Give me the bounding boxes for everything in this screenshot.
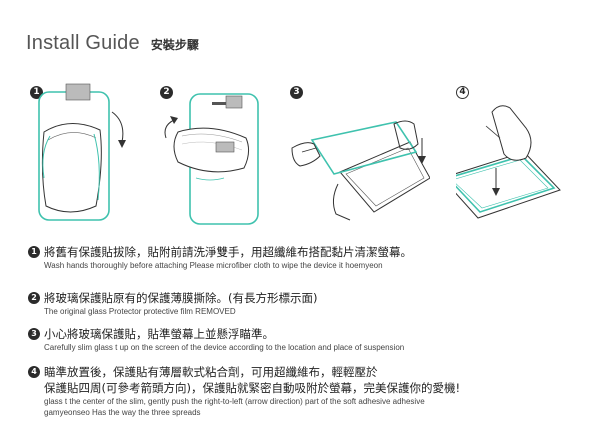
instruction-step-3: 3 小心將玻璃保護貼，貼準螢幕上並懸浮瞄準。 Carefully slim gl… [28, 326, 584, 353]
peel-film-illustration [164, 93, 259, 225]
step-4-english-text: glass t the center of the slim, gently p… [44, 397, 425, 406]
step-1-badge: 1 [30, 86, 43, 99]
step-1-chinese-text: 將舊有保護貼拔除，貼附前請洗淨雙手，用超纖維布搭配黏片清潔螢幕。 [44, 245, 412, 259]
step-3-badge: 3 [290, 86, 303, 99]
step-3-number-badge: 3 [28, 328, 40, 340]
step-3-figure: 3 [290, 82, 430, 232]
remove-old-protector-illustration [38, 83, 126, 221]
step-4-chinese-text-line-2: 保護貼四周(可參考箭頭方向)，保護貼就緊密自動吸附於螢幕，完美保護你的愛機! [44, 381, 461, 395]
step-2-chinese-text: 將玻璃保護貼原有的保護薄膜撕除。(有長方形標示面) [44, 291, 318, 305]
step-1-english-text: Wash hands thoroughly before attaching P… [44, 261, 383, 270]
step-2-figure: 2 [160, 82, 300, 232]
step-3-english-text: Carefully slim glass t up on the screen … [44, 343, 405, 352]
instruction-step-1: 1 將舊有保護貼拔除，貼附前請洗淨雙手，用超纖維布搭配黏片清潔螢幕。 Wash … [28, 244, 584, 271]
instruction-step-4: 4 瞄準放置後，保護貼有薄層軟式粘合劑，可用超纖維布，輕輕壓於 保護貼四周(可參… [28, 364, 584, 418]
step-4-chinese-text: 瞄準放置後，保護貼有薄層軟式粘合劑，可用超纖維布，輕輕壓於 [44, 365, 378, 379]
page-title: Install Guide [26, 32, 140, 54]
step-1-number-badge: 1 [28, 246, 40, 258]
step-2-badge: 2 [160, 86, 173, 99]
step-3-chinese-text: 小心將玻璃保護貼，貼準螢幕上並懸浮瞄準。 [44, 327, 274, 341]
step-1-figure: 1 [30, 82, 170, 232]
align-glass-illustration [291, 120, 430, 221]
page-title-chinese: 安裝步驟 [150, 38, 199, 52]
step-2-number-badge: 2 [28, 292, 40, 304]
step-4-figure: 4 [456, 82, 596, 232]
step-4-badge: 4 [456, 86, 469, 99]
step-4-english-text-line-2: gamyeonseo Has the way the three spreads [44, 408, 201, 417]
instruction-step-2: 2 將玻璃保護貼原有的保護薄膜撕除。(有長方形標示面) The original… [28, 290, 584, 317]
page-header: Install Guide 安裝步驟 [26, 32, 199, 55]
step-illustrations: 1 2 [0, 82, 600, 232]
step-4-number-badge: 4 [28, 366, 40, 378]
step-2-english-text: The original glass Protector protective … [44, 307, 236, 316]
press-glass-illustration [456, 105, 561, 219]
